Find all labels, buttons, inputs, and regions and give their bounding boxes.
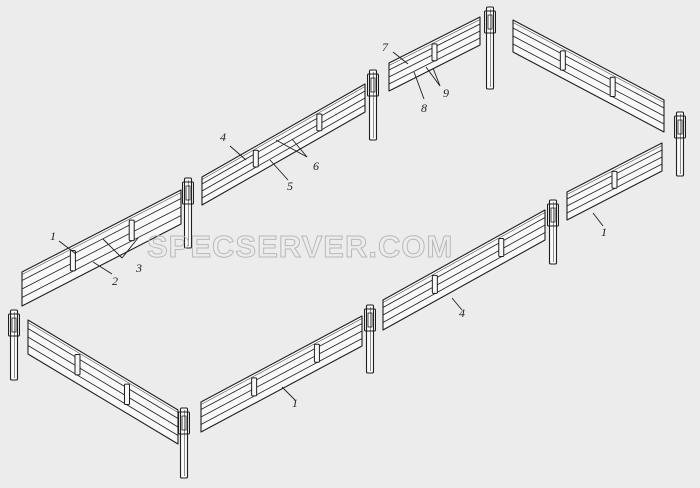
post-bracket <box>8 313 20 337</box>
post-bracket-slot <box>181 415 187 431</box>
board-seam <box>382 232 546 323</box>
fence-panel <box>27 319 179 445</box>
board-seam <box>200 330 363 418</box>
fence-post <box>364 304 376 374</box>
post-bracket <box>484 10 496 34</box>
panel-clamp <box>252 149 259 168</box>
callout-label: 5 <box>287 179 293 193</box>
panel-clamp <box>611 170 618 189</box>
post-bracket-slot <box>550 207 556 223</box>
fence-post <box>8 309 20 381</box>
board-seam <box>382 224 546 316</box>
callout-label: 2 <box>112 274 118 288</box>
fence-panels <box>21 16 665 445</box>
callout-label: 4 <box>459 306 465 320</box>
panel-clamp <box>431 274 438 294</box>
post-bracket <box>364 308 376 332</box>
panel-clamp <box>559 50 566 71</box>
callout-label: 1 <box>50 229 56 243</box>
post-bracket <box>182 181 194 205</box>
fence-posts <box>8 6 686 479</box>
panel-clamp <box>313 343 320 363</box>
callout-label: 1 <box>601 225 607 239</box>
fence-panel <box>382 209 546 331</box>
board-seam <box>21 198 182 281</box>
board-edge <box>21 192 182 275</box>
board-edge <box>566 145 663 195</box>
panel-clamp <box>69 250 76 272</box>
board-seam <box>21 215 182 298</box>
panel-clamp <box>128 219 135 242</box>
board-edge <box>512 22 665 103</box>
board-seam <box>201 104 366 199</box>
fence-panel <box>388 16 481 92</box>
board-seam <box>27 345 179 436</box>
post-body <box>368 69 378 141</box>
panel-clamp <box>498 238 505 257</box>
fence-post <box>182 177 194 249</box>
fence-panel <box>512 19 665 133</box>
post-bracket <box>674 115 686 139</box>
post-body <box>365 304 375 374</box>
post-body <box>548 199 558 265</box>
fence-post <box>178 407 190 479</box>
post-body <box>675 111 685 177</box>
board-seam <box>512 43 665 125</box>
post-body <box>485 6 495 90</box>
board-seam <box>27 328 179 419</box>
board-edge <box>27 322 179 413</box>
fence-panel <box>21 189 182 307</box>
watermark: SPECSERVER.COM <box>147 229 453 264</box>
board-seam <box>512 27 665 109</box>
fence-panel <box>566 142 663 221</box>
board-seam <box>382 217 546 308</box>
fence-post <box>547 199 559 265</box>
post-bracket <box>367 73 379 97</box>
panel-clamp <box>316 113 323 132</box>
callout-label: 8 <box>421 101 427 115</box>
callout-label: 4 <box>220 130 226 144</box>
panel-clamp <box>124 383 130 406</box>
fence-post <box>484 6 496 90</box>
board-seam <box>27 336 179 428</box>
callout-label: 1 <box>292 396 298 410</box>
board-edge <box>382 212 546 303</box>
panel-clamp <box>251 377 258 397</box>
label-leader-lines <box>58 51 604 401</box>
board-edge <box>388 19 481 66</box>
post-body <box>179 407 189 479</box>
board-edge <box>201 86 366 180</box>
panel-clamp <box>609 76 616 97</box>
post-bracket-slot <box>367 312 373 328</box>
callout-label: 3 <box>135 261 142 275</box>
board-seam <box>512 35 665 117</box>
post-bracket-slot <box>185 185 191 201</box>
callout-label: 7 <box>382 40 389 54</box>
post-bracket-slot <box>11 317 17 333</box>
post-bracket-slot <box>487 14 493 30</box>
board-seam <box>200 338 363 425</box>
panel-clamp <box>431 43 438 62</box>
post-bracket <box>547 203 559 227</box>
fence-post <box>674 111 686 177</box>
post-bracket <box>178 411 190 435</box>
board-seam <box>201 90 366 185</box>
board-edge <box>200 318 363 405</box>
fence-post <box>367 69 379 141</box>
callout-label: 6 <box>313 159 319 173</box>
callout-labels: 1 2 3 4 5 6 7 8 9 1 4 1 <box>50 40 607 410</box>
post-body <box>9 309 19 381</box>
post-bracket-slot <box>677 119 683 135</box>
post-bracket-slot <box>370 77 376 93</box>
board-seam <box>21 206 182 290</box>
fence-panel <box>200 315 363 433</box>
panel-clamp <box>74 353 81 376</box>
board-seam <box>200 323 363 410</box>
callout-label: 9 <box>443 86 449 100</box>
